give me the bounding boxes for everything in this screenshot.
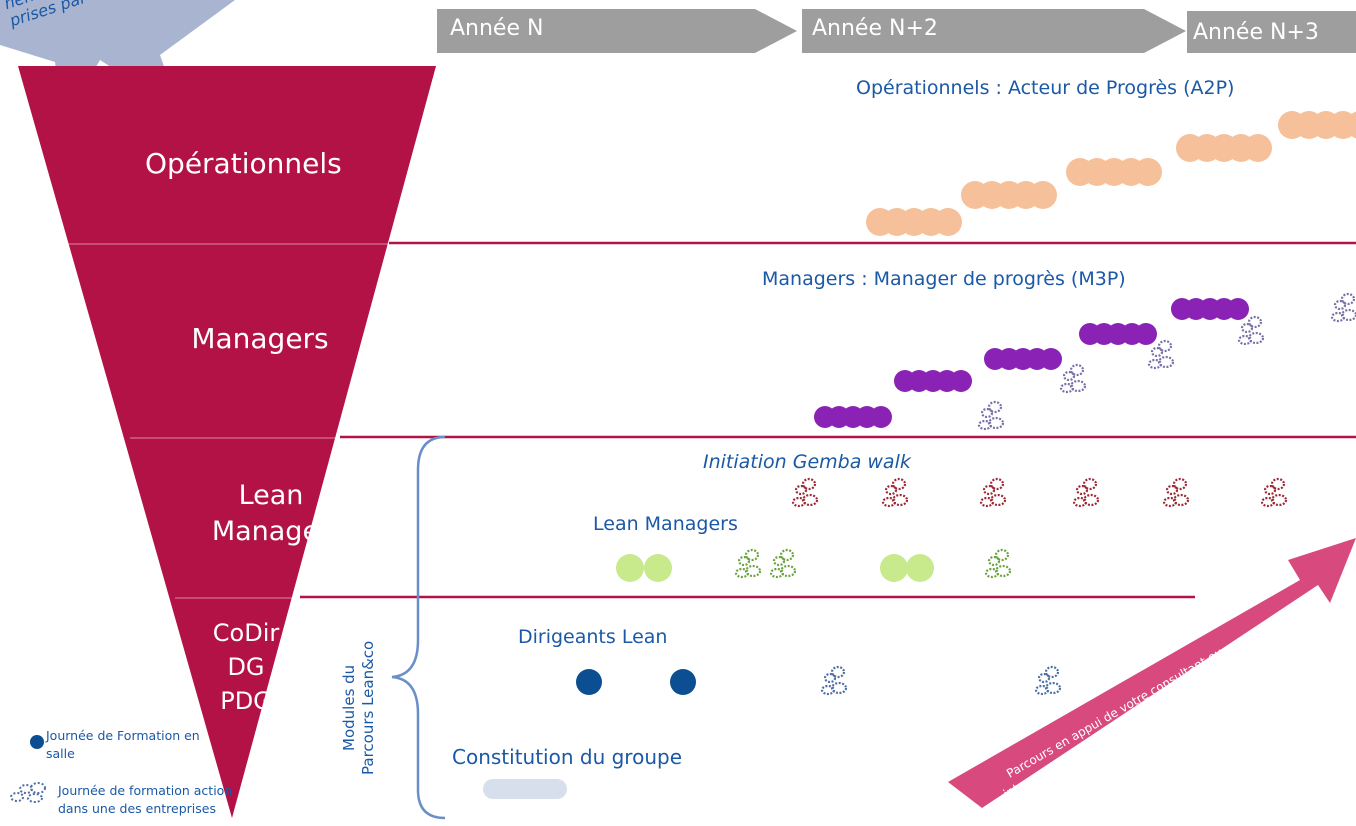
- footprints-icon: [791, 477, 819, 508]
- timeline-label-1: Année N: [450, 16, 544, 41]
- footprints-icon: [977, 400, 1005, 431]
- footprints-icon: [1147, 339, 1175, 370]
- footprints-icon: [769, 548, 797, 579]
- green-session: [616, 554, 644, 582]
- level-operationnels: Opérationnels: [145, 147, 342, 180]
- level-codir: CoDir DG PDG: [212, 619, 280, 716]
- legend-classroom-text: Journée de Formation en salle: [46, 728, 200, 762]
- legend-field-text: Journée de formation action dans une des…: [58, 783, 233, 817]
- green-session: [906, 554, 934, 582]
- purple-session: [1040, 348, 1062, 370]
- peach-session: [1134, 158, 1162, 186]
- peach-session: [1244, 134, 1272, 162]
- level-managers: Managers: [191, 322, 329, 355]
- peach-session: [934, 208, 962, 236]
- footprints-icon: [881, 477, 909, 508]
- footprints-icon: [734, 548, 762, 579]
- track-constitution: Constitution du groupe: [452, 745, 682, 769]
- level-pyramid: [18, 66, 436, 818]
- footprints-icon: [1162, 477, 1190, 508]
- footprints-icon: [1330, 292, 1356, 323]
- footprints-icon: [1072, 477, 1100, 508]
- level-lean-manager: Lean Manager: [211, 480, 331, 548]
- legend-classroom: Journée de Formation en salle: [30, 727, 230, 763]
- track-dirigeants: Dirigeants Lean: [518, 626, 668, 648]
- constitution-pill: [483, 779, 567, 799]
- timeline-arrow-3: [1187, 11, 1356, 53]
- purple-session: [950, 370, 972, 392]
- footprints-icon: [1237, 315, 1265, 346]
- modules-brace: [391, 435, 446, 820]
- purple-session: [1135, 323, 1157, 345]
- footprints-icon: [979, 477, 1007, 508]
- footprints-icon: [10, 782, 46, 803]
- navy-session: [576, 669, 602, 695]
- track-lean-managers: Lean Managers: [593, 513, 738, 535]
- modules-label: Modules du Parcours Lean&co: [340, 640, 377, 775]
- footprints-icon: [820, 665, 848, 696]
- green-session: [880, 554, 908, 582]
- footprints-icon: [1260, 477, 1288, 508]
- timeline-arrow-1: [437, 9, 797, 53]
- purple-session: [870, 406, 892, 428]
- purple-session: [1227, 298, 1249, 320]
- track-managers: Managers : Manager de progrès (M3P): [762, 268, 1126, 290]
- track-operationnels: Opérationnels : Acteur de Progrès (A2P): [856, 77, 1235, 99]
- legend-field: Journée de formation action dans une des…: [8, 782, 258, 818]
- navy-dot-icon: [30, 735, 44, 749]
- timeline-label-2: Année N+2: [812, 16, 938, 41]
- footprints-icon: [1059, 363, 1087, 394]
- timeline-arrow-2: [802, 9, 1186, 53]
- track-gemba: Initiation Gemba walk: [703, 451, 911, 473]
- footprints-icon: [1034, 665, 1062, 696]
- timeline-label-3: Année N+3: [1193, 20, 1319, 45]
- green-session: [644, 554, 672, 582]
- navy-session: [670, 669, 696, 695]
- peach-session: [1346, 111, 1356, 139]
- consultant-banner: [948, 538, 1356, 808]
- peach-session: [1029, 181, 1057, 209]
- footprints-icon: [984, 548, 1012, 579]
